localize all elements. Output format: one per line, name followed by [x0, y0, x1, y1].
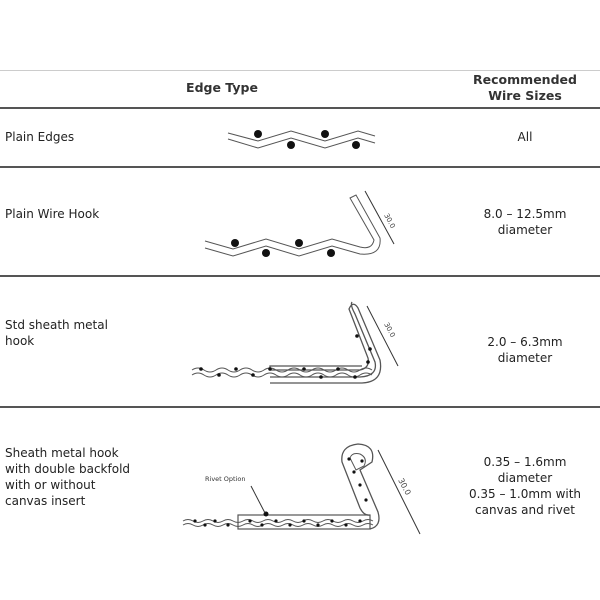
row-sizes: All [517, 130, 533, 144]
size-line: 8.0 – 12.5mm [483, 207, 567, 221]
row-label-std-sheath-hook: Std sheath metal hook [5, 317, 108, 349]
label-line: Sheath metal hook [5, 446, 119, 460]
size-line: 2.0 – 6.3mm [487, 335, 563, 349]
header-divider [0, 107, 600, 109]
plain-wire-hook-diagram [204, 190, 395, 257]
row-label-double-backfold-hook: Sheath metal hook with double backfold w… [5, 445, 130, 509]
row-sizes: 2.0 – 6.3mm diameter [425, 334, 600, 366]
rivet-option-callout: Rivet Option [205, 475, 245, 483]
label-line: with or without [5, 478, 96, 492]
table-top-border [0, 70, 600, 71]
row-divider [0, 406, 600, 408]
row-sizes: 0.35 – 1.6mm diameter 0.35 – 1.0mm with … [425, 454, 600, 518]
label-line: Std sheath metal [5, 318, 108, 332]
size-line: 0.35 – 1.0mm with [468, 487, 582, 501]
size-line: canvas and rivet [475, 503, 575, 517]
hook-dimension-label: 30.0 [396, 477, 412, 497]
size-line: diameter [497, 223, 553, 237]
plain-edge-diagram [227, 130, 376, 149]
label-line: with double backfold [5, 462, 131, 476]
row-sizes: 8.0 – 12.5mm diameter [425, 206, 600, 238]
label-line: canvas insert [5, 494, 86, 508]
size-line: diameter [497, 351, 553, 365]
size-line: 0.35 – 1.6mm [483, 455, 567, 469]
header-line: Recommended [473, 72, 577, 87]
label-line: hook [5, 334, 35, 348]
hook-dimension-label: 30.0 [382, 321, 396, 339]
column-header-edge-type: Edge Type [186, 80, 258, 95]
size-line: diameter [497, 471, 553, 485]
row-divider [0, 166, 600, 168]
std-sheath-hook-diagram [191, 301, 399, 384]
row-label-plain-wire-hook: Plain Wire Hook [5, 207, 100, 221]
double-backfold-hook-diagram [182, 443, 421, 535]
row-divider [0, 275, 600, 277]
row-label-plain-edges: Plain Edges [5, 130, 75, 144]
column-header-wire-sizes: Recommended Wire Sizes [425, 72, 600, 104]
header-line: Wire Sizes [488, 88, 562, 103]
